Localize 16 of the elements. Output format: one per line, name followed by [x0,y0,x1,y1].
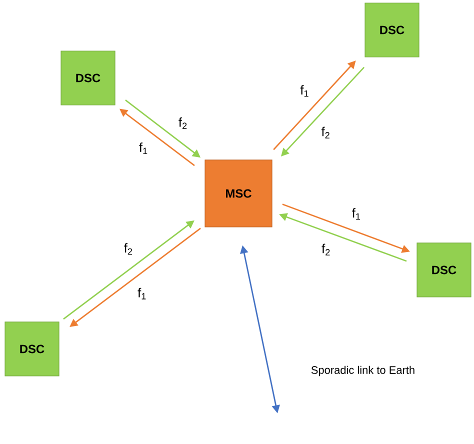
satellite-box: DSC [416,242,472,298]
arrow [273,60,356,150]
satellite-box: MSC [204,160,272,228]
edge-label: f$_{2}$ [321,126,330,138]
edge-label: f$_{2}$ [322,244,330,256]
edge-label: f$_{2}$ [124,243,132,255]
edge-label: f$_{1}$ [138,288,146,300]
arrow [120,108,195,166]
edge-label: f$_{1}$ [352,208,360,220]
edge-label: f$_{2}$ [178,117,187,129]
edge-label: Sporadic link to Earth [311,366,414,376]
edge-label: f$_{1}$ [139,142,148,154]
satellite-box: DSC [364,2,420,58]
satellite-box: DSC [4,322,60,376]
edge-label: f$_{1}$ [300,85,308,97]
satellite-box: DSC [60,50,116,106]
